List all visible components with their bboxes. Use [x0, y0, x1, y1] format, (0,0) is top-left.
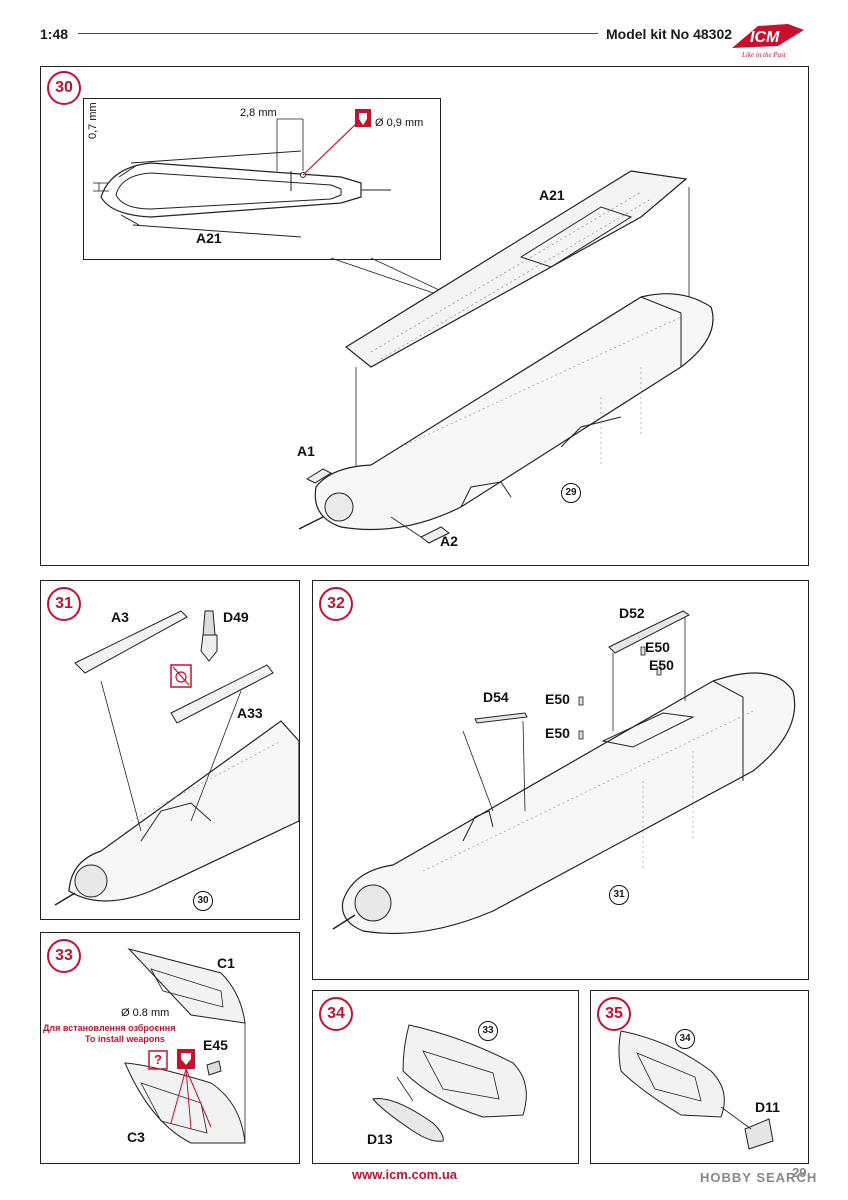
- step-34-number: 34: [319, 997, 353, 1031]
- step-32-ref-step: 31: [609, 885, 629, 905]
- step-30-inset: [83, 98, 441, 260]
- step-35-number: 35: [597, 997, 631, 1031]
- step-34-drawing: [372, 1024, 527, 1142]
- step-33-drawing: [124, 948, 246, 1144]
- question-mark-icon: ?: [154, 1052, 162, 1067]
- part-d49-label: D49: [223, 609, 249, 625]
- step-31-panel: 31 A3 D49 A33 30: [40, 580, 300, 920]
- svg-text:Like in the Past: Like in the Past: [741, 51, 787, 59]
- svg-text:ICM: ICM: [750, 29, 780, 46]
- step-31-drawing: [54, 610, 299, 906]
- part-a1-label: A1: [297, 443, 315, 459]
- step-33-panel: 33 C1 Ø 0.8 mm Для встановлення озброєнн…: [40, 932, 300, 1164]
- part-e50-label-1: E50: [645, 639, 670, 655]
- hobby-search-watermark: HOBBY SEARCH: [700, 1170, 818, 1185]
- step-32-drawing: [332, 610, 796, 935]
- page-number: 29: [792, 1165, 807, 1180]
- step-34-panel: 34 33 D13: [312, 990, 579, 1164]
- step-35-drawing: [618, 1030, 774, 1150]
- step-31-ref-step: 30: [193, 891, 213, 911]
- step-32-number: 32: [319, 587, 353, 621]
- step-30-dim-height: 0,7 mm: [87, 102, 99, 139]
- part-d52-label: D52: [619, 605, 645, 621]
- kit-number: Model kit No 48302: [606, 26, 733, 42]
- part-a21-label: A21: [539, 187, 565, 203]
- part-e50-label-2: E50: [649, 657, 674, 673]
- step-30-dim-diameter: Ø 0,9 mm: [375, 117, 424, 129]
- step-30-dim-length: 2,8 mm: [240, 107, 277, 119]
- header-rule: [78, 33, 598, 34]
- part-c3-label: C3: [127, 1129, 145, 1145]
- step-30-ref-step: 29: [561, 483, 581, 503]
- step-31-number: 31: [47, 587, 81, 621]
- step-30-panel: 30: [40, 66, 809, 566]
- step-33-note-ua: Для встановлення озброєння: [43, 1023, 176, 1033]
- part-c1-label: C1: [217, 955, 235, 971]
- step-30-inset-label: A21: [196, 230, 222, 246]
- step-30-drawing: [93, 109, 714, 544]
- part-d13-label: D13: [367, 1131, 393, 1147]
- part-a2-label: A2: [440, 533, 458, 549]
- part-e45-label: E45: [203, 1037, 228, 1053]
- step-35-ref-step: 34: [675, 1029, 695, 1049]
- step-32-panel: 32 D52 E50 E50 E50 E50 D54 31: [312, 580, 809, 980]
- step-35-panel: 35 34 D11: [590, 990, 809, 1164]
- step-33-note-en: To install weapons: [85, 1034, 165, 1044]
- part-a33-label: A33: [237, 705, 263, 721]
- website-link[interactable]: www.icm.com.ua: [352, 1167, 457, 1182]
- step-30-number: 30: [47, 71, 81, 105]
- part-e50-label-4: E50: [545, 725, 570, 741]
- part-d54-label: D54: [483, 689, 509, 705]
- icm-logo: ICM Like in the Past: [728, 20, 808, 60]
- step-33-diameter: Ø 0.8 mm: [121, 1007, 170, 1019]
- part-d11-label: D11: [755, 1099, 780, 1115]
- step-34-ref-step: 33: [478, 1021, 498, 1041]
- part-e50-label-3: E50: [545, 691, 570, 707]
- part-a3-label: A3: [111, 609, 129, 625]
- page-scale: 1:48: [40, 26, 69, 42]
- step-33-number: 33: [47, 939, 81, 973]
